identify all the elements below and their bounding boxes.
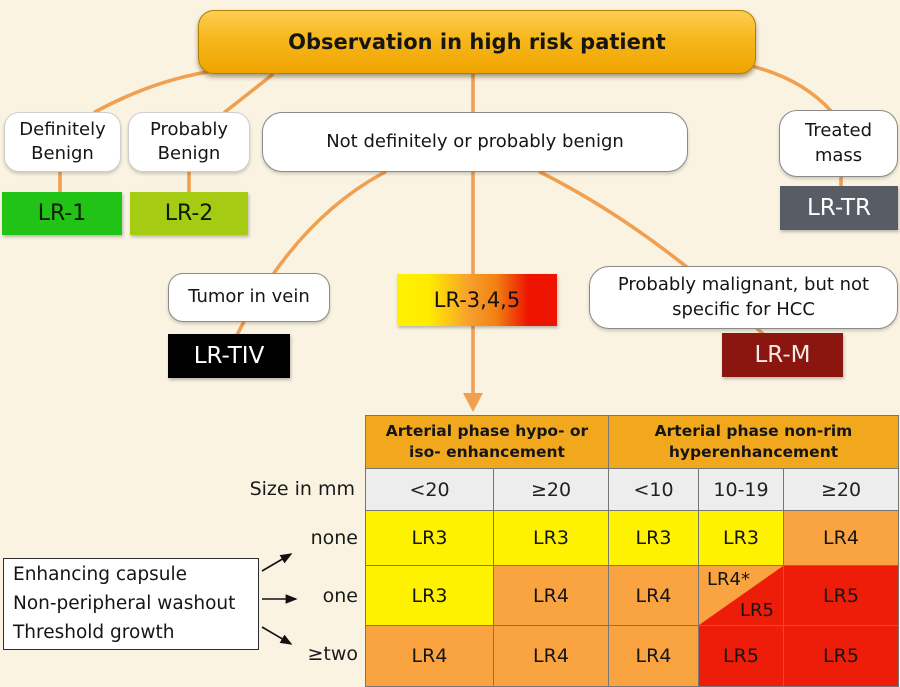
node-not-benign: Not definitely or probably benign xyxy=(262,112,688,172)
split-cell-lr5: LR5 xyxy=(740,600,774,621)
table-cell: LR4 xyxy=(494,626,609,687)
column-group-nonrim-hyper: Arterial phase non-rim hyperenhancement xyxy=(609,416,899,469)
node-probably-benign-label: Probably Benign xyxy=(149,118,229,164)
table-cell: LR3 xyxy=(609,511,699,566)
node-treated-mass: Treated mass xyxy=(779,110,898,177)
size-col-header: <20 xyxy=(366,469,494,511)
edge-root-definitely-benign xyxy=(93,70,209,114)
feature-threshold-growth: Threshold growth xyxy=(13,622,175,643)
major-features-box: Enhancing capsule Non-peripheral washout… xyxy=(3,558,259,650)
size-col-header: ≥20 xyxy=(784,469,899,511)
category-lr1-label: LR-1 xyxy=(37,201,87,226)
category-lrtiv: LR-TIV xyxy=(168,334,290,378)
arrow-feature-two xyxy=(261,626,293,645)
node-tumor-in-vein: Tumor in vein xyxy=(168,273,330,322)
category-lrm: LR-M xyxy=(722,333,843,377)
size-in-mm-label: Size in mm xyxy=(249,478,355,500)
table-cell-split: LR4* LR5 xyxy=(699,566,784,626)
category-lrtiv-label: LR-TIV xyxy=(193,343,265,369)
node-probably-malignant-label: Probably malignant, but not specific for… xyxy=(617,274,870,320)
table-cell: LR4 xyxy=(784,511,899,566)
node-definitely-benign: Definitely Benign xyxy=(4,112,121,172)
lirads-decision-table: Arterial phase hypo- or iso- enhancement… xyxy=(365,415,899,687)
table-cell: LR4 xyxy=(609,626,699,687)
row-label-two: ≥two xyxy=(307,643,358,665)
node-treated-mass-label: Treated mass xyxy=(804,120,873,166)
node-probably-benign: Probably Benign xyxy=(128,112,250,172)
table-cell: LR4 xyxy=(366,626,494,687)
table-cell: LR3 xyxy=(699,511,784,566)
row-label-none: none xyxy=(310,527,358,549)
table-cell: LR5 xyxy=(784,566,899,626)
node-tumor-in-vein-label: Tumor in vein xyxy=(188,286,310,308)
category-lr345-label: LR-3,4,5 xyxy=(433,288,521,312)
category-lrtr-label: LR-TR xyxy=(806,195,872,221)
size-col-header: <10 xyxy=(609,469,699,511)
row-label-one: one xyxy=(322,585,358,607)
edge-root-probably-benign xyxy=(223,73,274,114)
node-probably-malignant: Probably malignant, but not specific for… xyxy=(589,266,898,329)
feature-nonperipheral-washout: Non-peripheral washout xyxy=(13,593,236,614)
table-cell: LR4 xyxy=(609,566,699,626)
split-cell-lr4: LR4* xyxy=(707,569,750,590)
category-lr1: LR-1 xyxy=(2,192,122,235)
table-cell: LR4 xyxy=(494,566,609,626)
node-definitely-benign-label: Definitely Benign xyxy=(19,118,106,164)
arrow-feature-none xyxy=(261,553,293,572)
node-not-benign-label: Not definitely or probably benign xyxy=(326,130,624,152)
root-node: Observation in high risk patient xyxy=(198,10,756,74)
category-lr345: LR-3,4,5 xyxy=(397,274,557,326)
table-cell: LR3 xyxy=(366,566,494,626)
size-col-header: ≥20 xyxy=(494,469,609,511)
table-cell: LR5 xyxy=(784,626,899,687)
edge-root-treated-mass xyxy=(753,65,833,113)
arrowhead-table xyxy=(463,393,483,412)
size-col-header: 10-19 xyxy=(699,469,784,511)
root-node-label: Observation in high risk patient xyxy=(288,30,666,54)
table-cell: LR3 xyxy=(494,511,609,566)
feature-enhancing-capsule: Enhancing capsule xyxy=(13,564,187,585)
table-cell: LR3 xyxy=(366,511,494,566)
category-lrm-label: LR-M xyxy=(754,342,811,368)
table-cell: LR5 xyxy=(699,626,784,687)
column-group-hypo-iso: Arterial phase hypo- or iso- enhancement xyxy=(366,416,609,469)
category-lrtr: LR-TR xyxy=(780,186,898,230)
category-lr2-label: LR-2 xyxy=(164,201,214,226)
category-lr2: LR-2 xyxy=(130,192,248,235)
